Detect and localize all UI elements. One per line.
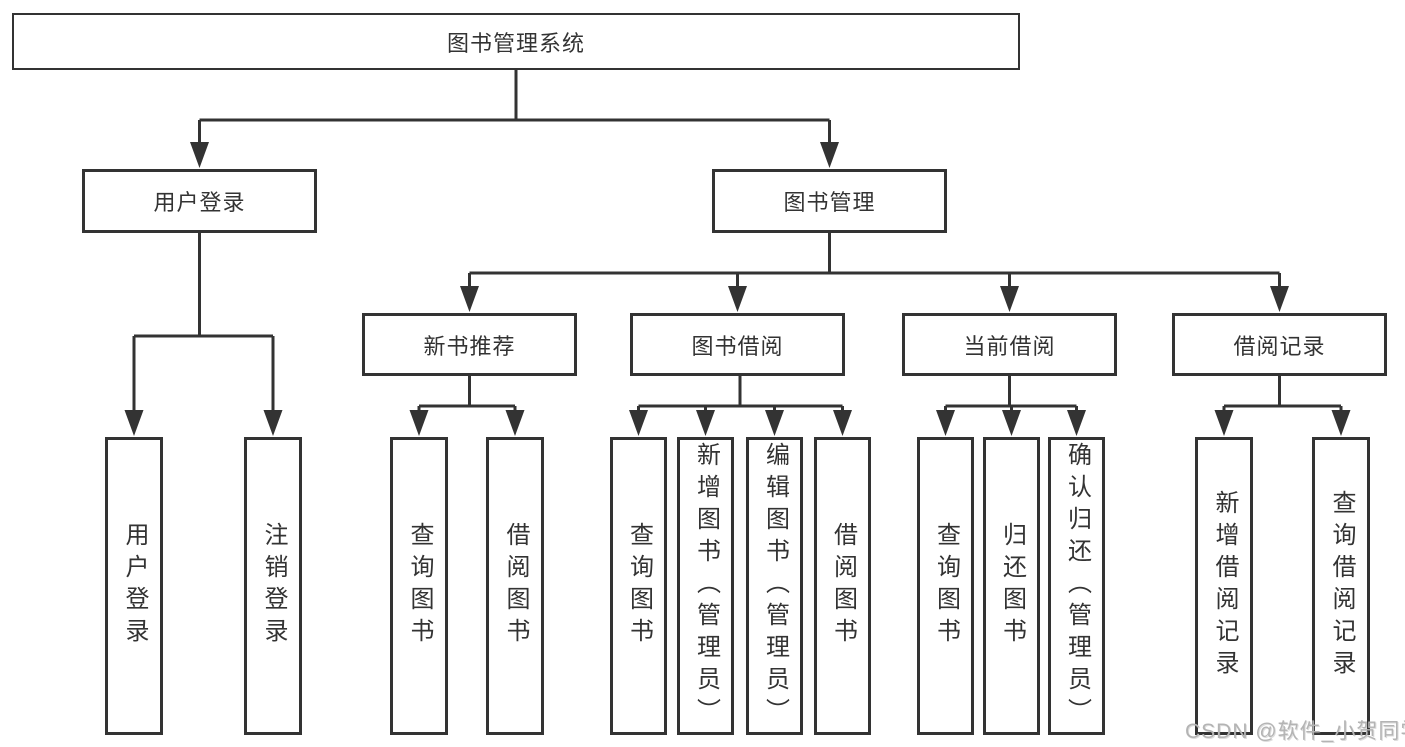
node-new-book-recommend: 新书推荐 bbox=[362, 313, 577, 376]
leaf-add-borrow-record: 新增借阅记录 bbox=[1195, 437, 1253, 735]
leaf-return-book: 归还图书 bbox=[983, 437, 1040, 735]
leaf-borrow-book-1: 借阅图书 bbox=[486, 437, 544, 735]
node-current-borrow: 当前借阅 bbox=[902, 313, 1117, 376]
leaf-confirm-return-admin: 确认归还（管理员） bbox=[1048, 437, 1105, 735]
leaf-logout: 注销登录 bbox=[244, 437, 302, 735]
leaf-query-book-1: 查询图书 bbox=[390, 437, 448, 735]
node-user-login: 用户登录 bbox=[82, 169, 317, 233]
leaf-edit-book-admin: 编辑图书（管理员） bbox=[746, 437, 803, 735]
leaf-add-book-admin: 新增图书（管理员） bbox=[677, 437, 734, 735]
leaf-query-book-3: 查询图书 bbox=[917, 437, 974, 735]
leaf-borrow-book-2: 借阅图书 bbox=[814, 437, 871, 735]
leaf-query-book-2: 查询图书 bbox=[610, 437, 667, 735]
node-borrow-records: 借阅记录 bbox=[1172, 313, 1387, 376]
leaf-user-login: 用户登录 bbox=[105, 437, 163, 735]
node-system-root: 图书管理系统 bbox=[12, 13, 1020, 70]
leaf-query-borrow-record: 查询借阅记录 bbox=[1312, 437, 1370, 735]
csdn-watermark: CSDN @软件_小贺同学 bbox=[1185, 720, 1405, 743]
node-book-borrow: 图书借阅 bbox=[630, 313, 845, 376]
node-book-management: 图书管理 bbox=[712, 169, 947, 233]
